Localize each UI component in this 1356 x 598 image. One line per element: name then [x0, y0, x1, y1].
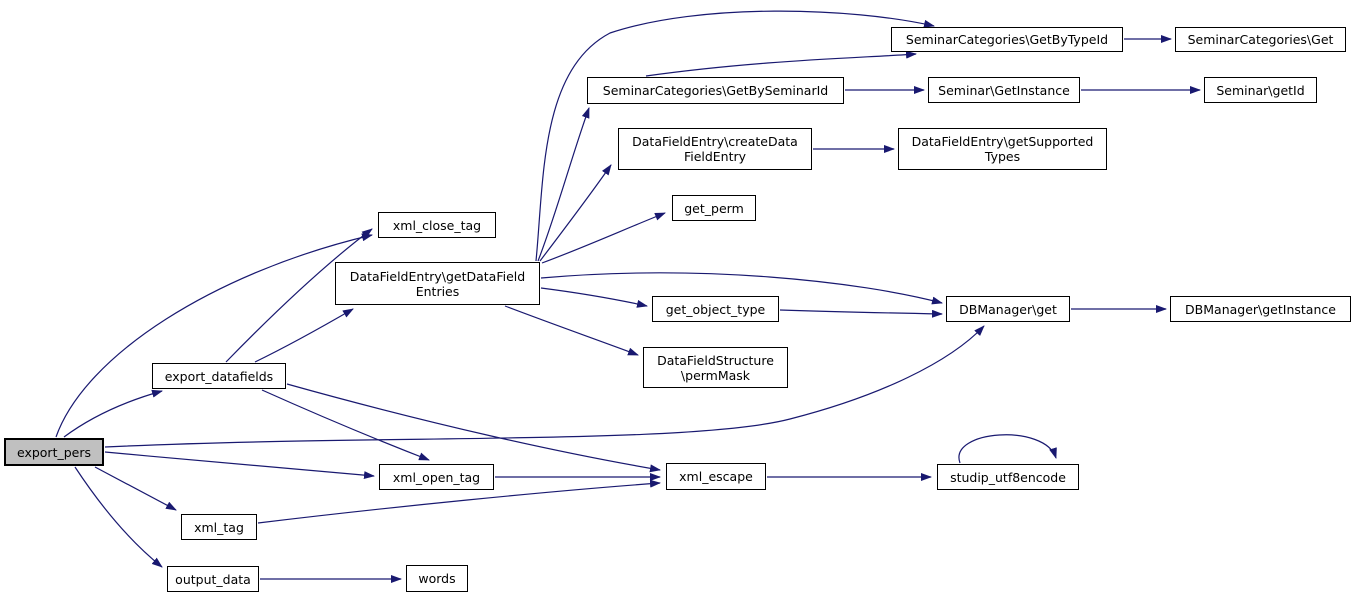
edge-getdatafieldentries-createdatafieldentry [539, 164, 612, 262]
node-label: SeminarCategories\Get [1187, 32, 1334, 47]
node-label: Seminar\getId [1216, 82, 1305, 98]
node-label: SeminarCategories\GetBySeminarId [602, 83, 829, 98]
edge-export_datafields-xml_escape [286, 383, 661, 473]
edge-getdatafieldentries-permmask [504, 305, 639, 356]
node-get-perm[interactable]: get_perm [672, 195, 756, 221]
node-label: DataFieldEntry\createData FieldEntry [632, 134, 798, 164]
edge-getbyseminarid-getbytypeid [645, 50, 917, 77]
node-xml-escape[interactable]: xml_escape [666, 463, 766, 490]
node-words[interactable]: words [406, 565, 468, 592]
edge-export_pers-output_data [74, 466, 163, 568]
node-label: DataFieldEntry\getSupported Types [911, 134, 1094, 164]
node-export-pers: export_pers [4, 438, 104, 466]
edge-getdatafieldentries-getbytypeid [535, 10, 935, 262]
edge-getdatafieldentries-get_object_type [540, 287, 648, 308]
node-label: DataFieldStructure \permMask [657, 352, 774, 383]
node-xml-tag[interactable]: xml_tag [181, 514, 257, 540]
node-label: export_datafields [164, 368, 274, 384]
node-label: Seminar\GetInstance [938, 82, 1070, 98]
node-datafieldentry-createdatafieldentry[interactable]: DataFieldEntry\createData FieldEntry [618, 128, 812, 170]
edge-export_pers-export_datafields [63, 389, 163, 438]
node-datafieldentry-getdatafieldentries[interactable]: DataFieldEntry\getDataField Entries [335, 262, 540, 305]
node-output-data[interactable]: output_data [167, 566, 259, 592]
edge-studip_utf8encode-self [958, 434, 1057, 464]
node-label: output_data [175, 571, 251, 587]
node-label: DBManager\getInstance [1185, 301, 1336, 317]
edge-export_datafields-xml_open_tag [261, 389, 430, 461]
node-seminar-getid[interactable]: Seminar\getId [1204, 77, 1317, 103]
node-seminar-getinstance[interactable]: Seminar\GetInstance [928, 77, 1080, 103]
node-label: DataFieldEntry\getDataField Entries [349, 268, 526, 299]
node-label: xml_close_tag [392, 217, 482, 233]
node-label: xml_open_tag [392, 469, 481, 485]
edge-getdatafieldentries-getbyseminarid [537, 107, 590, 262]
edge-export_pers-xml_open_tag [104, 451, 375, 480]
node-seminarcategories-getbyseminarid[interactable]: SeminarCategories\GetBySeminarId [587, 77, 844, 104]
node-export-datafields[interactable]: export_datafields [152, 363, 286, 389]
node-label: get_object_type [665, 301, 766, 317]
edge-getdatafieldentries-dbmanager_get [540, 272, 943, 305]
node-seminarcategories-getbytypeid[interactable]: SeminarCategories\GetByTypeId [891, 27, 1123, 52]
edge-xml_tag-xml_escape [257, 479, 661, 524]
node-dbmanager-get[interactable]: DBManager\get [946, 296, 1070, 322]
node-studip-utf8encode[interactable]: studip_utf8encode [937, 464, 1079, 490]
edge-get_object_type-dbmanager_get [779, 309, 943, 318]
edge-getdatafieldentries-get_perm [541, 212, 666, 264]
edge-export_datafields-xml_close_tag [225, 228, 373, 363]
node-xml-open-tag[interactable]: xml_open_tag [379, 464, 494, 490]
node-label: DBManager\get [959, 301, 1057, 317]
node-dbmanager-getinstance[interactable]: DBManager\getInstance [1170, 296, 1351, 322]
edge-export_pers-dbmanager_get [104, 325, 985, 448]
edge-export_datafields-getdatafieldentries [254, 308, 354, 363]
node-label: words [418, 571, 456, 586]
node-datafieldstructure-permmask[interactable]: DataFieldStructure \permMask [643, 347, 788, 388]
node-label: studip_utf8encode [950, 469, 1066, 485]
edge-export_pers-xml_tag [94, 466, 177, 511]
node-datafieldentry-getsupportedtypes[interactable]: DataFieldEntry\getSupported Types [898, 128, 1107, 170]
node-label: xml_tag [194, 519, 244, 535]
node-label: SeminarCategories\GetByTypeId [905, 32, 1109, 47]
node-label: xml_escape [679, 469, 753, 484]
node-xml-close-tag[interactable]: xml_close_tag [378, 212, 496, 238]
node-label: export_pers [16, 444, 92, 460]
node-seminarcategories-get[interactable]: SeminarCategories\Get [1175, 27, 1346, 52]
node-get-object-type[interactable]: get_object_type [652, 296, 779, 322]
node-label: get_perm [684, 200, 744, 216]
edge-export_pers-xml_close_tag [55, 233, 373, 438]
